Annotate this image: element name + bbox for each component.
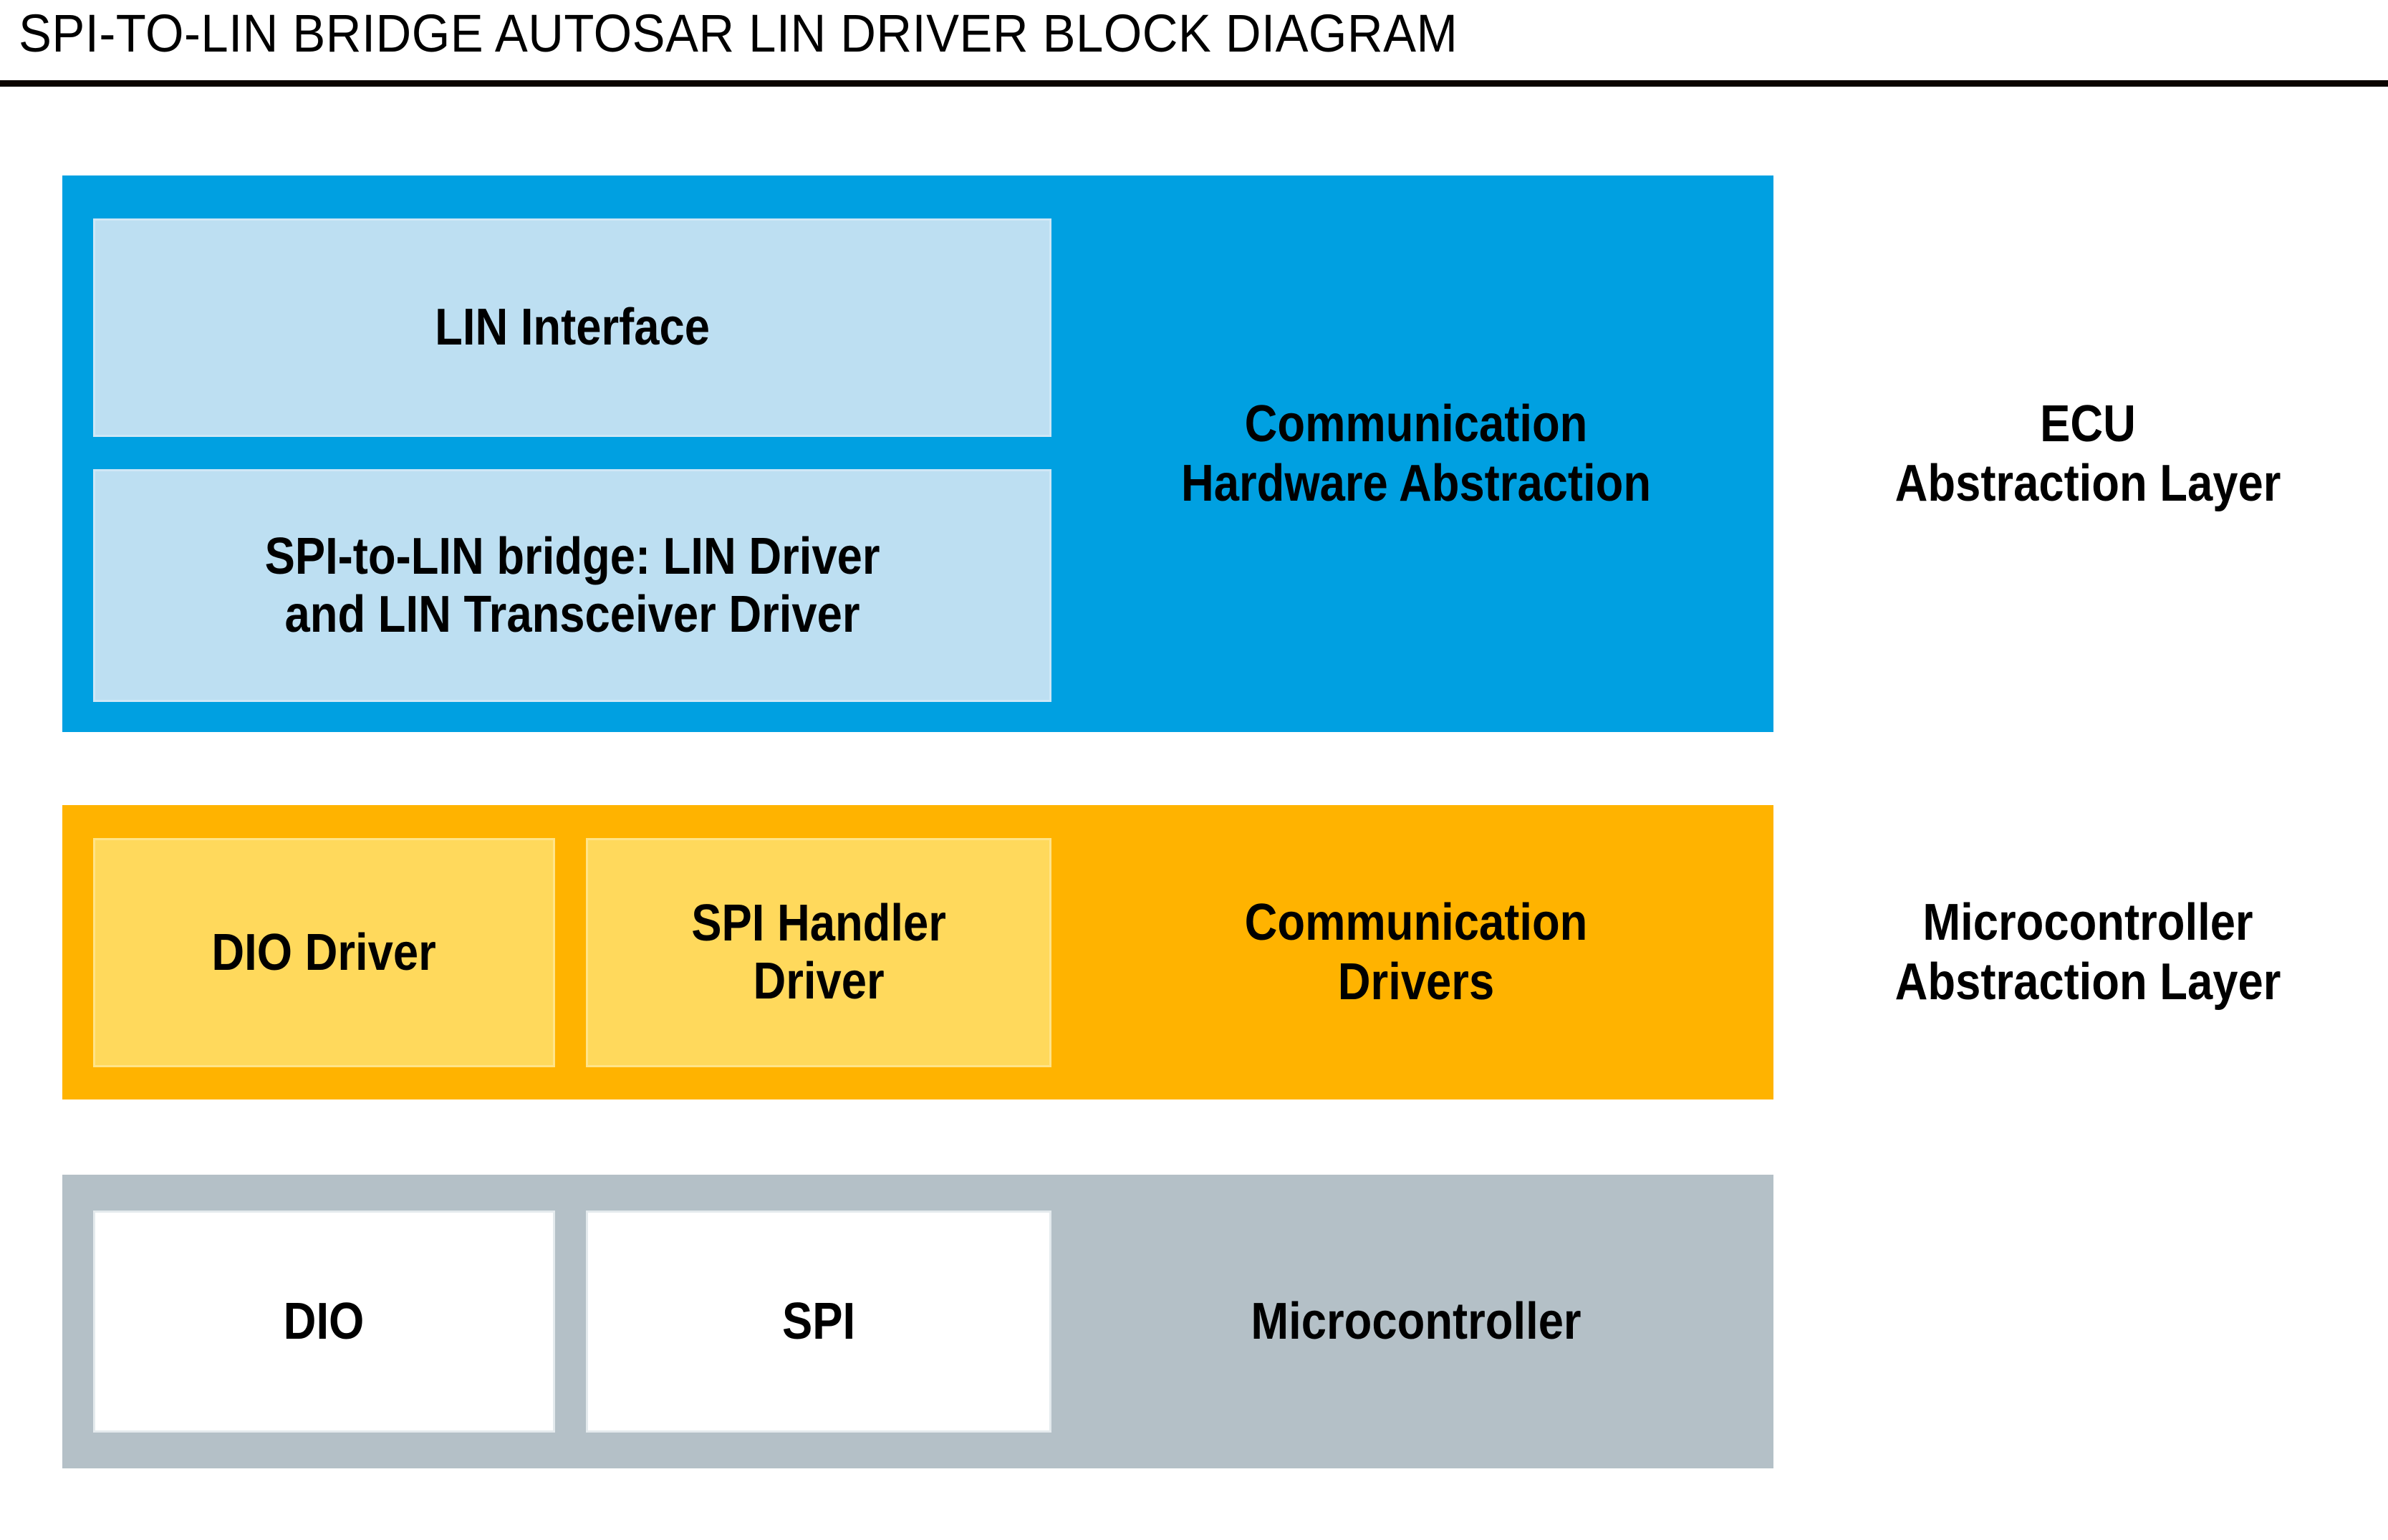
band-caption-communication-hardware-abstraction: Communication Hardware Abstraction xyxy=(1180,395,1652,512)
block-spi[interactable]: SPI xyxy=(586,1211,1051,1433)
block-spi-label: SPI xyxy=(781,1292,856,1350)
block-spi-to-lin-bridge-label: SPI-to-LIN bridge: LIN Driver and LIN Tr… xyxy=(264,527,880,643)
block-spi-to-lin-bridge[interactable]: SPI-to-LIN bridge: LIN Driver and LIN Tr… xyxy=(93,469,1051,702)
layer-band-ecu-abstraction: LIN Interface SPI-to-LIN bridge: LIN Dri… xyxy=(62,175,1773,732)
block-dio-driver[interactable]: DIO Driver xyxy=(93,838,555,1067)
block-spi-handler-driver-label: SPI Handler Driver xyxy=(691,895,946,1010)
block-spi-handler-driver[interactable]: SPI Handler Driver xyxy=(586,838,1051,1067)
block-dio[interactable]: DIO xyxy=(93,1211,555,1433)
block-dio-label: DIO xyxy=(284,1292,365,1350)
layer-band-microcontroller: DIO SPI Microcontroller xyxy=(62,1175,1773,1468)
band-caption-communication-drivers: Communication Drivers xyxy=(1244,894,1588,1011)
block-dio-driver-label: DIO Driver xyxy=(211,923,437,981)
layer-name-microcontroller-abstraction-layer: Microcontroller Abstraction Layer xyxy=(1894,894,2281,1011)
page-title: SPI-TO-LIN BRIDGE AUTOSAR LIN DRIVER BLO… xyxy=(19,4,1458,63)
block-lin-interface-label: LIN Interface xyxy=(435,299,710,357)
layer-band-microcontroller-abstraction: DIO Driver SPI Handler Driver Communicat… xyxy=(62,805,1773,1099)
title-divider-rule xyxy=(0,80,2388,87)
block-lin-interface[interactable]: LIN Interface xyxy=(93,218,1051,437)
band-caption-microcontroller: Microcontroller xyxy=(1251,1292,1581,1350)
layer-name-ecu-abstraction-layer: ECU Abstraction Layer xyxy=(1894,395,2281,512)
